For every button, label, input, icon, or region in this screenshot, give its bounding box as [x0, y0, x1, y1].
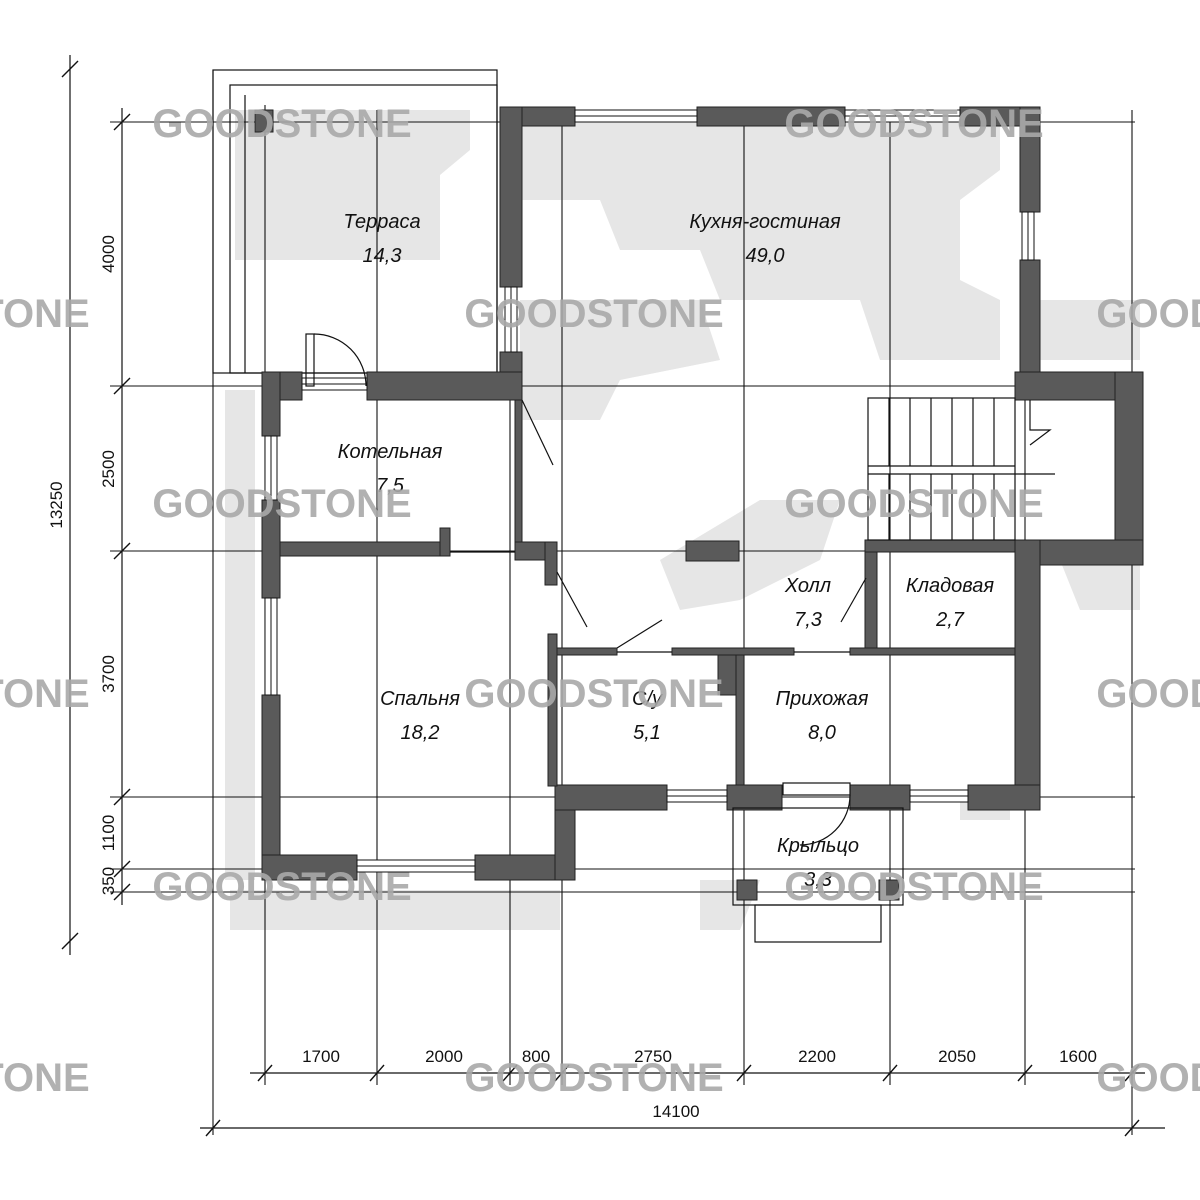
window-bedroom-left: [264, 597, 278, 696]
dim-2500: 2500: [99, 450, 118, 488]
dim-total-width: 14100: [652, 1102, 699, 1121]
room-name-boiler: Котельная: [338, 441, 443, 463]
room-name-bathroom: С/у: [632, 688, 663, 710]
room-name-bedroom: Спальня: [380, 688, 460, 710]
doors: [305, 333, 867, 846]
watermark-text: GOODSTONE: [1096, 292, 1200, 336]
window-bath: [666, 789, 728, 803]
dim-350: 350: [99, 867, 118, 895]
watermark-text: GOODSTONE: [784, 865, 1043, 909]
watermark-text: GOODSTONE: [1096, 672, 1200, 716]
watermark-text: GOODSTONE: [464, 292, 723, 336]
walls: [261, 106, 1144, 881]
room-area-pantry: 2,7: [935, 609, 965, 631]
terrace-outline: [212, 69, 498, 374]
dim-2750: 2750: [634, 1047, 672, 1066]
window-boiler: [264, 435, 278, 501]
window-kitchen-top-1: [574, 109, 698, 123]
room-name-terrace: Терраса: [343, 211, 420, 233]
watermark-text: GOODSTONE: [0, 292, 90, 336]
watermark-text: GOODSTONE: [0, 672, 90, 716]
room-area-porch: 3,3: [804, 869, 832, 891]
dim-4000: 4000: [99, 235, 118, 273]
porch: [732, 807, 904, 943]
room-labels: Терраса 14,3 Кухня-гостиная 49,0 Котельн…: [338, 211, 995, 891]
windows: [264, 109, 1035, 873]
room-name-porch: Крыльцо: [777, 835, 859, 857]
dim-2000: 2000: [425, 1047, 463, 1066]
dim-800: 800: [522, 1047, 550, 1066]
window-kitchen-left: [504, 286, 518, 353]
staircase: [867, 397, 1055, 541]
vertical-dimensions: 4000 2500 3700 1100 350 13250: [47, 55, 131, 955]
watermark-text: GOODSTONE: [784, 482, 1043, 526]
room-name-hall: Холл: [784, 575, 831, 597]
porch-column-left: [736, 879, 758, 901]
room-area-bathroom: 5,1: [633, 722, 661, 744]
window-kitchen-right: [1021, 211, 1035, 261]
watermark-text: GOODSTONE: [1096, 1056, 1200, 1100]
horizontal-dimensions: 1700 2000 800 2750 2200 2050 1600 14100: [200, 1047, 1165, 1137]
dim-1700: 1700: [302, 1047, 340, 1066]
watermark-text: GOODSTONE: [152, 865, 411, 909]
room-area-kitchen-living: 49,0: [746, 245, 785, 267]
watermark-text: GOODSTONE: [152, 482, 411, 526]
dim-2200: 2200: [798, 1047, 836, 1066]
dim-1100: 1100: [99, 815, 118, 852]
watermark-text: GOODSTONE: [152, 102, 411, 146]
dim-1600: 1600: [1059, 1047, 1097, 1066]
room-area-entrance: 8,0: [808, 722, 836, 744]
watermark-text: GOODSTONE: [464, 1056, 723, 1100]
room-area-terrace: 14,3: [363, 245, 402, 267]
watermark-text: GOODSTONE: [784, 102, 1043, 146]
room-area-boiler: 7,5: [376, 475, 405, 497]
window-entry: [909, 789, 969, 803]
watermark-text: GOODSTONE: [0, 1056, 90, 1100]
room-area-hall: 7,3: [794, 609, 822, 631]
room-name-entrance: Прихожая: [776, 688, 869, 710]
room-name-pantry: Кладовая: [906, 575, 994, 597]
window-bedroom-bottom: [356, 859, 476, 873]
dim-total-height: 13250: [47, 481, 66, 528]
porch-column-right: [878, 879, 900, 901]
room-area-bedroom: 18,2: [401, 722, 440, 744]
watermarks: GOODSTONE GOODSTONE GOODSTONE GOODSTONE …: [0, 102, 1200, 1100]
window-terrace-door: [301, 377, 368, 391]
room-name-kitchen-living: Кухня-гостиная: [689, 211, 841, 233]
terrace-column: [254, 109, 274, 133]
dim-2050: 2050: [938, 1047, 976, 1066]
dim-3700: 3700: [99, 655, 118, 693]
watermark-text: GOODSTONE: [464, 672, 723, 716]
window-kitchen-top-2: [844, 109, 961, 123]
